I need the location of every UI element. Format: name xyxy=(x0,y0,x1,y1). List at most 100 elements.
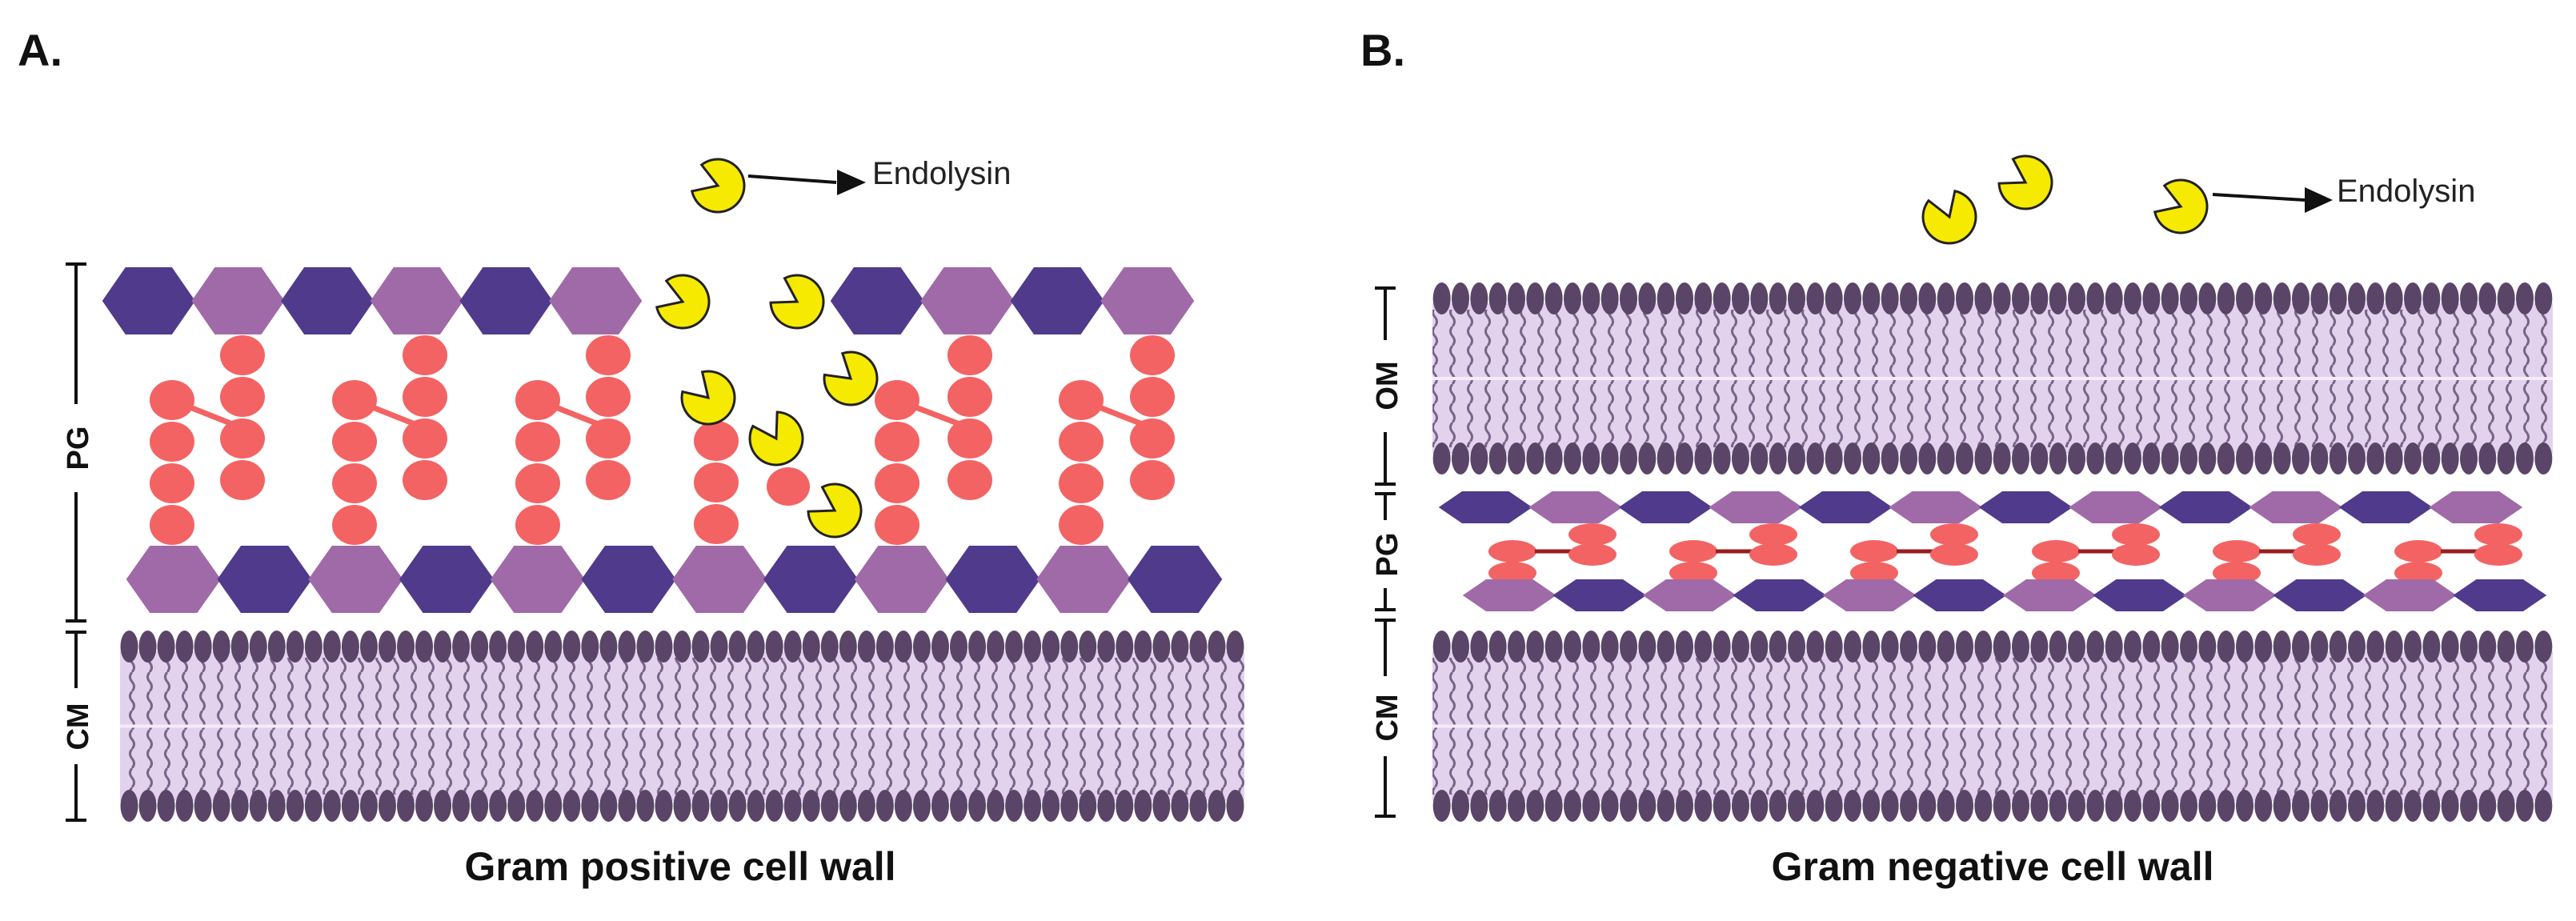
lipid-head xyxy=(747,631,765,663)
lipid-head xyxy=(2310,282,2329,314)
lipid-head xyxy=(875,790,894,822)
lipid-head xyxy=(1713,631,1731,663)
enzyme-body xyxy=(680,370,736,426)
lipid-head xyxy=(2068,442,2085,475)
peptide-bead xyxy=(1488,562,1536,584)
lipid-head xyxy=(1806,442,1825,475)
glycan-hexagon-light xyxy=(1642,579,1737,611)
lipid-head xyxy=(2310,790,2329,822)
lipid-head xyxy=(1226,631,1244,663)
lipid-head xyxy=(2161,282,2179,314)
lipid-head xyxy=(2049,790,2067,822)
lipid-head xyxy=(1544,631,1563,663)
lipid-head xyxy=(2142,442,2161,475)
lipid-head xyxy=(1470,282,1488,314)
peptide-bead xyxy=(515,380,560,420)
lipid-head xyxy=(2534,631,2553,663)
lipid-head xyxy=(2348,282,2366,314)
lipid-head xyxy=(2441,282,2459,314)
lipid-head xyxy=(2254,282,2273,314)
lipid-head xyxy=(157,631,175,663)
peptide-bead xyxy=(947,335,992,375)
lipid-head xyxy=(1918,442,1937,475)
lipid-head xyxy=(267,631,286,663)
lipid-head xyxy=(304,631,323,663)
lipid-head xyxy=(691,631,710,663)
peptide-bead xyxy=(1488,540,1536,563)
glycan-hexagon-light xyxy=(191,267,285,334)
lipid-head xyxy=(2180,442,2197,475)
lipid-head xyxy=(1432,282,1451,314)
lipid-head xyxy=(378,631,396,663)
lipid-head xyxy=(526,631,544,663)
glycan-hexagon-dark xyxy=(102,267,195,334)
lipid-head xyxy=(691,790,710,822)
layer-brackets-b: OM PG CM xyxy=(1371,286,1404,818)
lipid-head xyxy=(2348,631,2366,663)
lipid-head xyxy=(2217,282,2235,314)
lipid-head xyxy=(120,790,138,822)
lipid-head xyxy=(378,790,396,822)
callout-arrow-line xyxy=(747,174,837,184)
pacman-enzyme-icon xyxy=(748,410,804,467)
peptide-bead xyxy=(2293,543,2341,566)
lipid-head xyxy=(452,790,471,822)
lipid-head xyxy=(1508,631,1525,663)
lipid-head xyxy=(1208,790,1226,822)
lipid-head xyxy=(2497,631,2515,663)
lipid-head xyxy=(2030,631,2049,663)
lipid-head xyxy=(2198,442,2217,475)
lipid-head xyxy=(931,790,949,822)
layer-brackets-a: PG CM xyxy=(62,262,95,822)
lipid-head xyxy=(249,790,267,822)
pacman-enzyme-icon xyxy=(690,158,746,214)
glycan-hexagon-light xyxy=(1822,579,1917,611)
lipid-head xyxy=(2012,790,2029,822)
lipid-head xyxy=(1432,631,1451,663)
lipid-head xyxy=(1508,282,1525,314)
lipid-head xyxy=(931,631,949,663)
peptide-bead xyxy=(220,418,265,458)
lipid-head xyxy=(175,790,194,822)
lipid-head xyxy=(397,631,415,663)
lipid-head xyxy=(747,790,765,822)
lipid-head xyxy=(2516,631,2534,663)
lipid-head xyxy=(2124,631,2141,663)
lipid-head xyxy=(1470,790,1488,822)
lipid-head xyxy=(230,631,249,663)
lipid-head xyxy=(1508,442,1525,475)
lipid-head xyxy=(1937,790,1955,822)
peptide-bead xyxy=(875,380,919,420)
lipid-head xyxy=(2385,442,2403,475)
lipid-head xyxy=(563,631,581,663)
lipid-head xyxy=(1470,442,1488,475)
peptide-bead xyxy=(586,377,631,417)
peptide-bead xyxy=(947,460,992,500)
lipid-head xyxy=(2124,442,2141,475)
lipid-head xyxy=(2198,282,2217,314)
cytoplasmic-membrane-b xyxy=(1432,631,2553,822)
lipid-head xyxy=(2124,282,2141,314)
lipid-head xyxy=(1488,442,1507,475)
lipid-head xyxy=(2441,790,2459,822)
glycan-hexagon-dark xyxy=(1127,546,1223,613)
lipid-head xyxy=(2142,282,2161,314)
endolysin-label-b: Endolysin xyxy=(2337,174,2475,209)
peptide-bead xyxy=(220,460,265,500)
lipid-head xyxy=(875,631,894,663)
lipid-head xyxy=(194,631,212,663)
glycan-hexagon-light xyxy=(920,267,1015,334)
lipid-head xyxy=(341,790,359,822)
glycan-hexagon-dark xyxy=(281,267,375,334)
lipid-head xyxy=(452,631,471,663)
glycan-hexagon-dark xyxy=(763,546,859,613)
lipid-head xyxy=(2030,282,2049,314)
lipid-head xyxy=(1769,631,1787,663)
peptide-bead xyxy=(332,463,377,503)
lipid-head xyxy=(1750,631,1769,663)
lipid-head xyxy=(286,790,304,822)
lipid-head xyxy=(1638,282,1657,314)
lipid-head xyxy=(2161,442,2179,475)
peptide-bead xyxy=(875,505,919,545)
lipid-head xyxy=(1900,631,1917,663)
